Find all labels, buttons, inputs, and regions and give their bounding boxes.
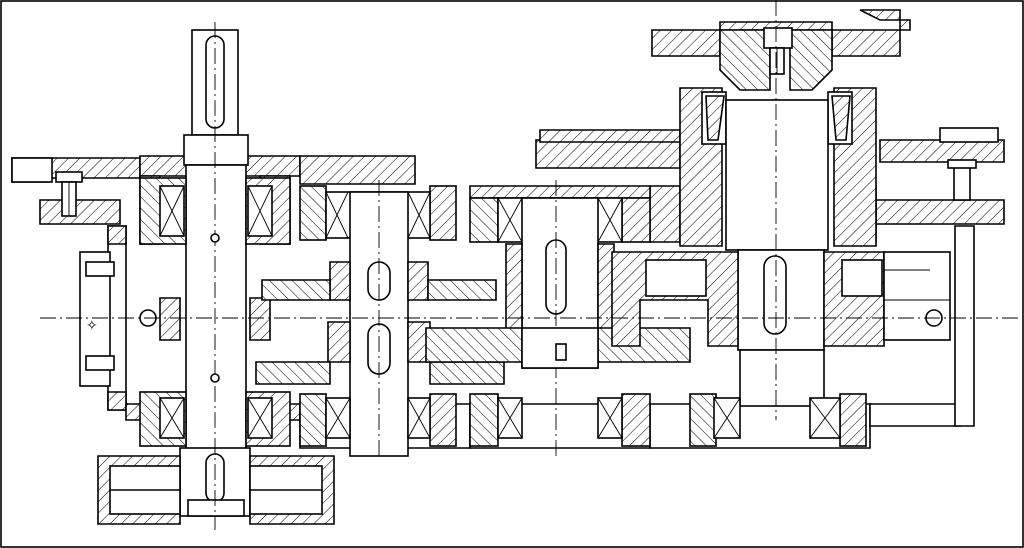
bottom-flange	[97, 455, 335, 525]
right-side-cover	[883, 159, 977, 341]
input-shaft	[179, 22, 251, 530]
input-bearing-bottom	[139, 391, 291, 447]
input-bearing-top	[139, 177, 291, 245]
left-side-cover: ✧	[79, 251, 271, 387]
left-top-bolt	[55, 171, 83, 217]
intermediate-shaft-1	[255, 180, 505, 460]
intermediate-shaft-2	[425, 180, 691, 460]
symbol-mark: ✧	[86, 318, 98, 334]
output-shaft	[611, 0, 911, 447]
